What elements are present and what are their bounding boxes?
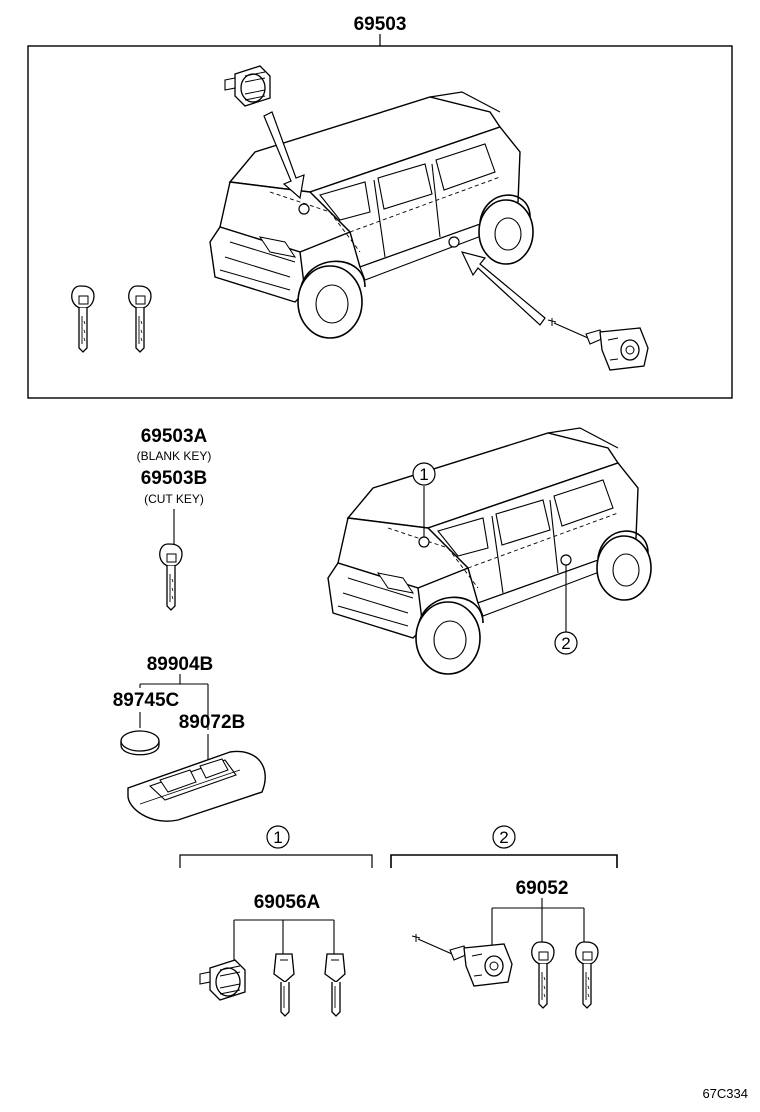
key-icon — [324, 953, 346, 1017]
arrow-icon — [263, 111, 305, 200]
callout-2: 2 — [561, 634, 570, 653]
part-number-69503: 69503 — [354, 14, 407, 35]
key-icon — [128, 285, 152, 353]
hood-lock-cylinder-icon — [224, 65, 271, 107]
callout-circle — [412, 462, 436, 486]
part-number-69503A: 69503A — [141, 426, 208, 447]
callout-1: 1 — [273, 828, 282, 847]
suv-vehicle-icon — [209, 91, 534, 339]
group-bracket-1 — [179, 854, 373, 868]
key-icon — [273, 953, 295, 1017]
assembly-frame — [27, 45, 733, 399]
door-lock-cylinder-icon — [411, 933, 513, 987]
key-icon — [575, 941, 599, 1009]
hood-lock-cylinder-icon — [199, 959, 246, 1001]
suv-vehicle-icon — [327, 427, 652, 675]
part-number-69056A: 69056A — [254, 892, 321, 913]
part-number-89072B: 89072B — [179, 712, 246, 733]
cut-key-label: (CUT KEY) — [144, 492, 204, 506]
key-icon — [159, 543, 183, 611]
key-icon — [71, 285, 95, 353]
callout-2: 2 — [499, 828, 508, 847]
door-lock-cylinder-icon — [547, 317, 649, 371]
arrow-icon — [460, 251, 546, 326]
callout-1: 1 — [419, 465, 428, 484]
part-number-89745C: 89745C — [113, 690, 180, 711]
part-number-69503B: 69503B — [141, 468, 208, 489]
group-bracket-2 — [390, 854, 618, 868]
blank-key-label: (BLANK KEY) — [137, 449, 212, 463]
figure-code: 67C334 — [702, 1086, 748, 1101]
part-number-89904B: 89904B — [147, 654, 214, 675]
battery-coin-icon — [120, 730, 160, 756]
smart-key-fob-icon — [127, 750, 266, 822]
key-icon — [531, 941, 555, 1009]
part-number-69052: 69052 — [516, 878, 569, 899]
callout-circle — [554, 631, 578, 655]
